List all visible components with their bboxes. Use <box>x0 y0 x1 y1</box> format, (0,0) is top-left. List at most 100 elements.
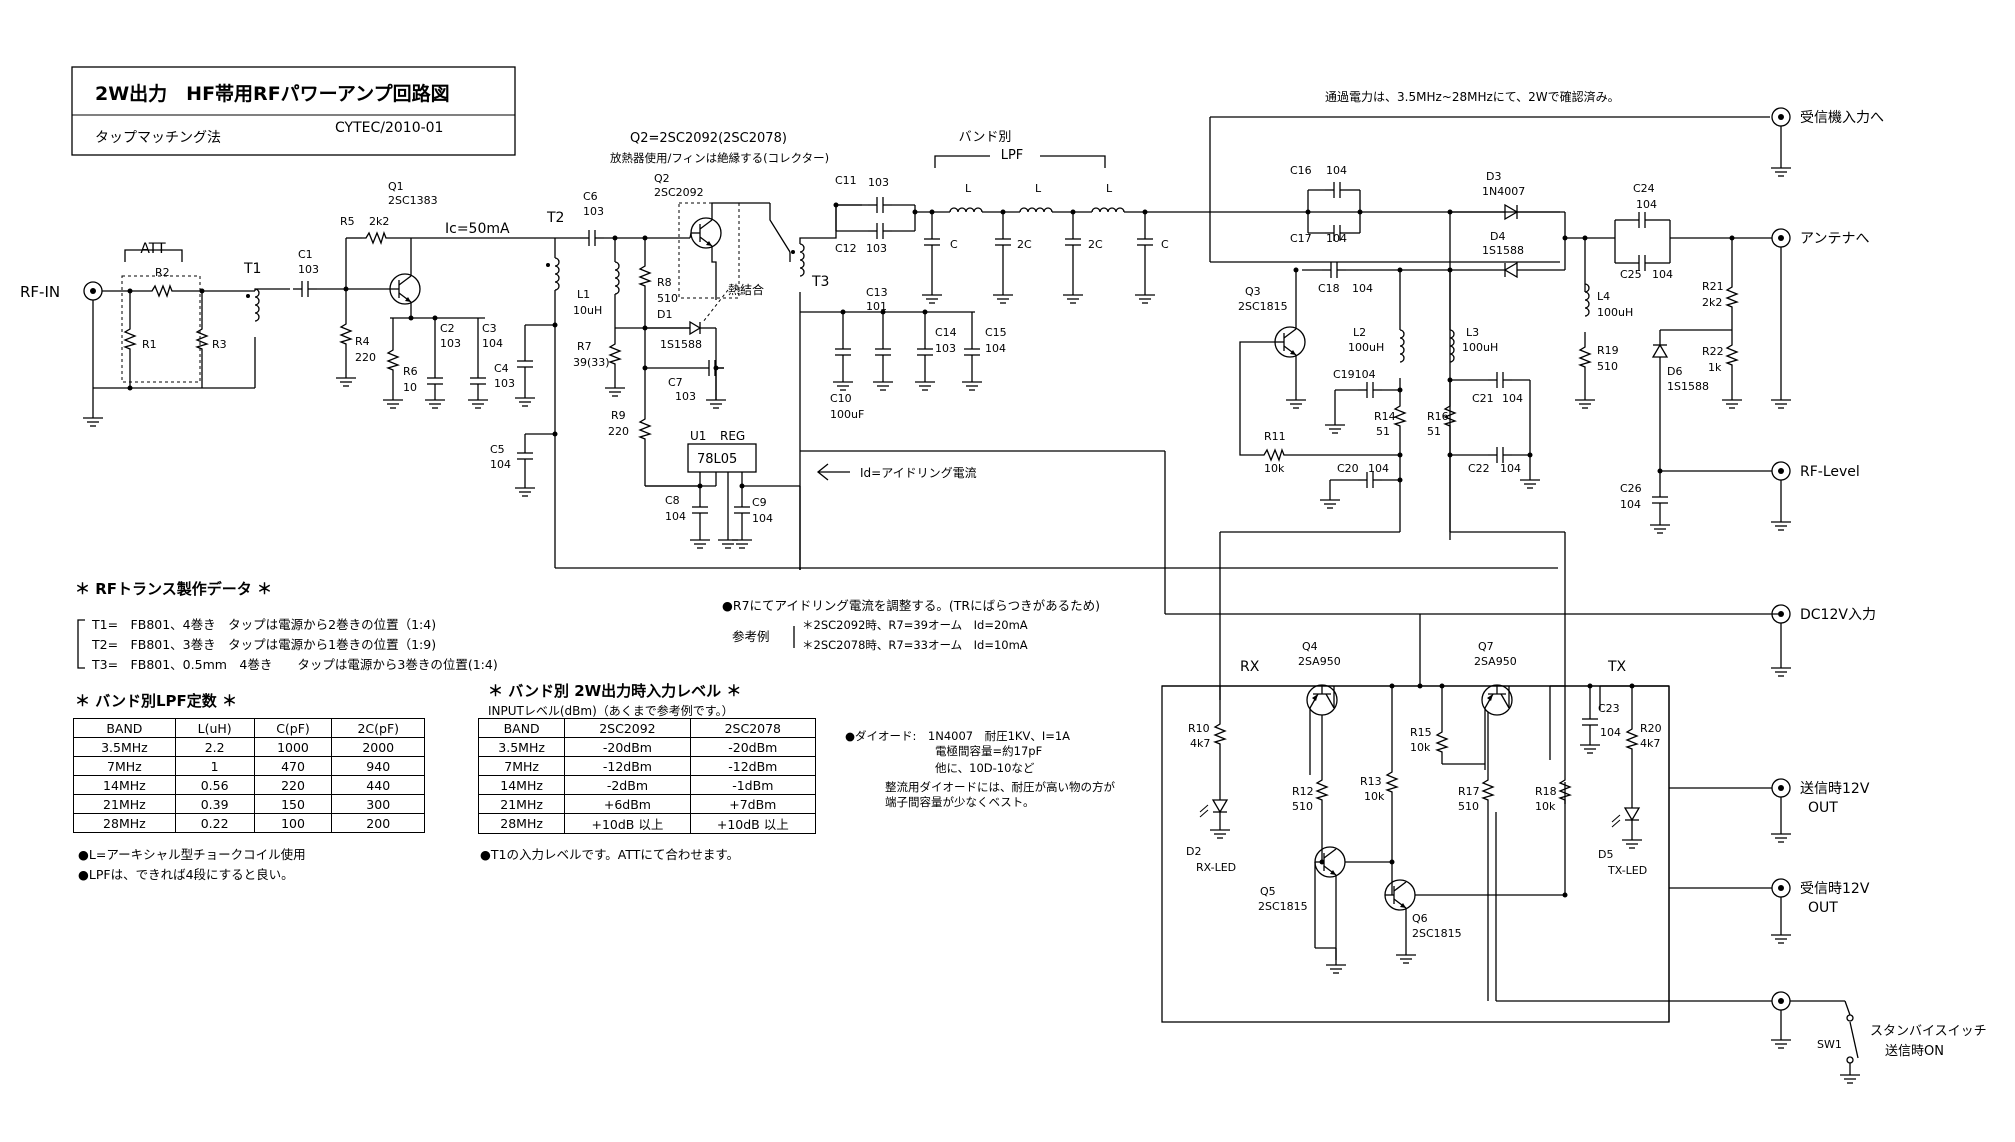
rx12-port-icon[interactable] <box>1771 878 1791 898</box>
t3-label: T3 <box>811 274 829 290</box>
q7-label: Q7 <box>1478 640 1494 653</box>
q3-part: 2SC1815 <box>1238 300 1288 313</box>
rf-trans-line-t2: T2= FB801、3巻き タップは電源から1巻きの位置（1:9) <box>92 637 437 652</box>
input-col-2sc2078: 2SC2078 <box>689 718 817 738</box>
c11-label: C11 <box>835 174 857 187</box>
r16-label: R16 <box>1427 410 1449 423</box>
c21-value: 104 <box>1502 392 1523 405</box>
table-cell: -12dBm <box>689 756 817 776</box>
c3-label: C3 <box>482 322 497 335</box>
r10-value: 4k7 <box>1190 737 1210 750</box>
table-cell: -20dBm <box>564 737 691 757</box>
r18-value: 10k <box>1535 800 1556 813</box>
lpf-note-1: ●L=アーキシャル型チョークコイル使用 <box>78 847 306 862</box>
table-cell: 28MHz <box>477 813 566 834</box>
tx-label: TX <box>1607 659 1627 675</box>
c25-value: 104 <box>1652 268 1673 281</box>
r4-value: 220 <box>355 351 376 364</box>
diode-note-2: 電極間容量=約17pF <box>935 744 1043 758</box>
table-cell: 14MHz <box>73 775 176 795</box>
r5-value: 2k2 <box>369 215 389 228</box>
table-cell: 100 <box>253 813 333 833</box>
c22-label: C22 <box>1468 462 1490 475</box>
diode-note-4: 整流用ダイオードには、耐圧が高い物の方が <box>885 780 1115 794</box>
c6-label: C6 <box>583 190 598 203</box>
r21-value: 2k2 <box>1702 296 1722 309</box>
c1-value: 103 <box>298 263 319 276</box>
table-cell: 200 <box>331 813 425 833</box>
c15-label: C15 <box>985 326 1007 339</box>
lpf-l2-label: L <box>1035 182 1042 195</box>
r18-label: R18 <box>1535 785 1557 798</box>
r1-label: R1 <box>142 338 157 351</box>
tx12-port-icon[interactable] <box>1771 778 1791 798</box>
table-cell: 0.39 <box>174 794 255 814</box>
table-row: BAND L(uH) C(pF) 2C(pF) <box>73 718 425 738</box>
rf-trans-heading: ＊ RFトランス製作データ ＊ <box>75 580 272 598</box>
lpf-2c2-label: 2C <box>1088 238 1103 251</box>
idle-note-ex1: ＊2SC2092時、R7=39オーム Id=20mA <box>802 618 1028 632</box>
diode-note-1: ●ダイオード: 1N4007 耐圧1KV、I=1A <box>845 729 1071 743</box>
c17-label: C17 <box>1290 232 1312 245</box>
table-cell: +10dB 以上 <box>564 813 691 834</box>
input-note: ●T1の入力レベルです。ATTにて合わせます。 <box>480 847 740 862</box>
c11-value: 103 <box>868 176 889 189</box>
r13-label: R13 <box>1360 775 1382 788</box>
r16-value: 51 <box>1427 425 1441 438</box>
idle-note-ex2: ＊2SC2078時、R7=33オーム Id=10mA <box>802 638 1028 652</box>
r2-label: R2 <box>155 266 170 279</box>
port-rx-in-label: 受信機入力へ <box>1800 110 1884 126</box>
table-cell: 3.5MHz <box>477 737 566 757</box>
table-row: 14MHz-2dBm-1dBm <box>477 775 817 795</box>
table-cell: -12dBm <box>564 756 691 776</box>
d1-label: D1 <box>657 308 672 321</box>
standby-port-icon[interactable] <box>1771 991 1791 1011</box>
r15-value: 10k <box>1410 741 1431 754</box>
t2-label: T2 <box>546 210 564 226</box>
table-cell: 0.22 <box>174 813 255 833</box>
standby-switch-icon[interactable] <box>1849 1021 1859 1059</box>
c6-value: 103 <box>583 205 604 218</box>
idle-note-ref-label: 参考例 <box>732 629 770 644</box>
table-cell: 440 <box>331 775 425 795</box>
table-cell: 21MHz <box>477 794 566 814</box>
table-cell: 2000 <box>331 737 425 757</box>
d3-label: D3 <box>1486 170 1501 183</box>
r4-label: R4 <box>355 335 370 348</box>
lpf-col-2c: 2C(pF) <box>331 718 425 738</box>
c5-label: C5 <box>490 443 505 456</box>
table-cell: 300 <box>331 794 425 814</box>
c25-label: C25 <box>1620 268 1642 281</box>
q5-label: Q5 <box>1260 885 1276 898</box>
l1-value: 10uH <box>573 304 602 317</box>
port-rx12-label-a: 受信時12V <box>1800 881 1870 897</box>
table-cell: 7MHz <box>73 756 176 776</box>
title-method: タップマッチング法 <box>95 130 221 146</box>
l1-label: L1 <box>577 288 590 301</box>
q1-transistor-icon <box>389 273 421 305</box>
c26-label: C26 <box>1620 482 1642 495</box>
top-note: 通過電力は、3.5MHz~28MHzにて、2Wで確認済み。 <box>1325 89 1620 104</box>
c5-value: 104 <box>490 458 511 471</box>
port-antenna-label: アンテナへ <box>1800 231 1869 247</box>
c2-value: 103 <box>440 337 461 350</box>
r10-label: R10 <box>1188 722 1210 735</box>
c10-label: C10 <box>830 392 852 405</box>
page-title: 2W出力 HF帯用RFパワーアンプ回路図 <box>95 82 450 105</box>
antenna-port-icon[interactable] <box>1771 228 1791 248</box>
d6-part: 1S1588 <box>1667 380 1709 393</box>
r11-label: R11 <box>1264 430 1286 443</box>
table-cell: 0.56 <box>174 775 255 795</box>
rx-in-port-icon[interactable] <box>1771 107 1791 127</box>
c3-value: 104 <box>482 337 503 350</box>
rf-level-port-icon[interactable] <box>1771 461 1791 481</box>
q2-note-part: Q2=2SC2092(2SC2078) <box>630 131 787 146</box>
c20-label: C20 <box>1337 462 1359 475</box>
table-cell: 21MHz <box>73 794 176 814</box>
rf-in-port-icon[interactable] <box>83 281 103 301</box>
r7-value: 39(33) <box>573 356 610 369</box>
d1-part: 1S1588 <box>660 338 702 351</box>
